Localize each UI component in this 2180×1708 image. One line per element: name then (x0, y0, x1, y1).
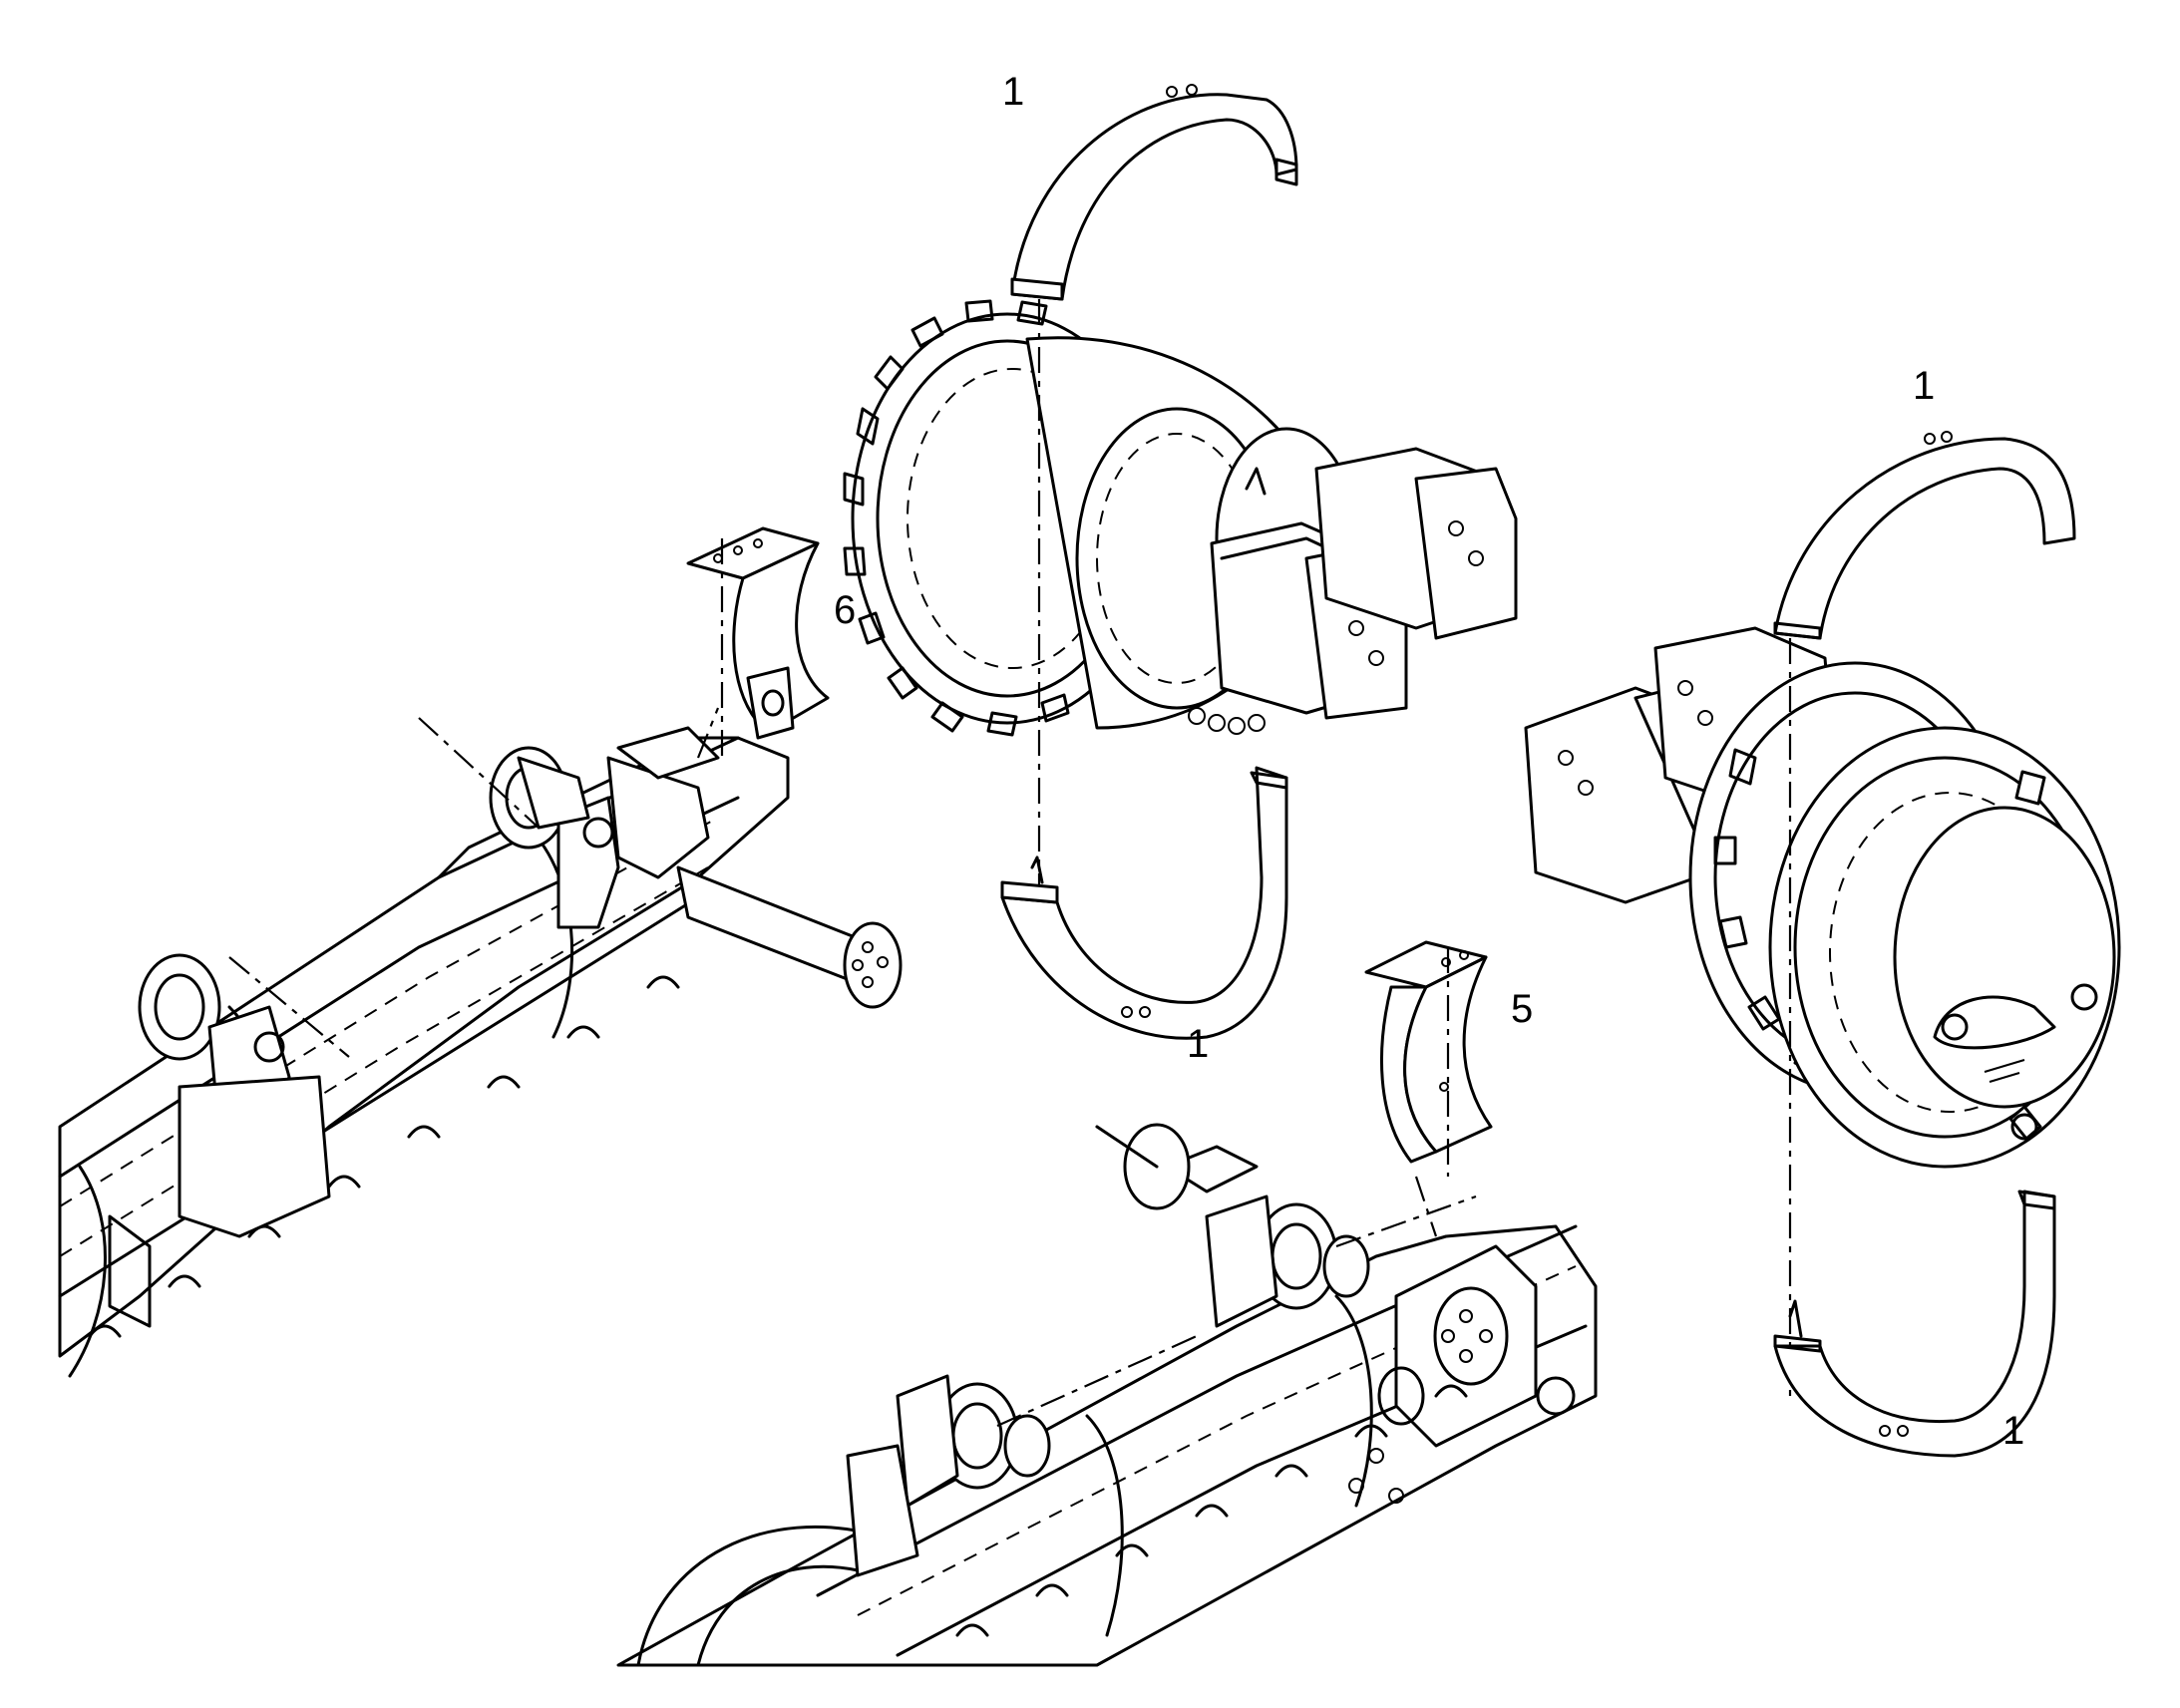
left-roller-lower (138, 953, 331, 1238)
left-assembly-centerlines (228, 707, 720, 1058)
callout-5-bracket: 5 (1511, 987, 1533, 1031)
callout-1-center-bottom-clamp: 1 (1187, 1022, 1209, 1066)
right-ring-clamp-top (1773, 431, 2076, 640)
bottom-roller-lower (846, 1374, 1051, 1577)
bottom-roller-upper (1095, 1123, 1370, 1328)
right-drive-cover (1768, 726, 2121, 1169)
callout-1-top-clamp: 1 (1002, 70, 1024, 114)
bracket-6 (686, 526, 830, 740)
left-axle-shaft (606, 726, 903, 1009)
callout-6-bracket: 6 (834, 588, 856, 632)
bottom-assembly-centerlines (996, 1176, 1477, 1428)
ring-clamp-bottom-center (1000, 766, 1288, 1040)
bracket-5 (1364, 940, 1493, 1164)
callout-1-right-top-clamp: 1 (1913, 364, 1935, 408)
center-drive-motors (1210, 447, 1518, 720)
left-roller-upper (489, 746, 620, 929)
right-ring-clamp-bottom (1773, 1190, 2056, 1458)
callout-1-right-bottom-clamp: 1 (2002, 1409, 2024, 1453)
ring-clamp-top-center (1010, 84, 1298, 301)
bottom-track-frame (616, 1224, 1598, 1667)
